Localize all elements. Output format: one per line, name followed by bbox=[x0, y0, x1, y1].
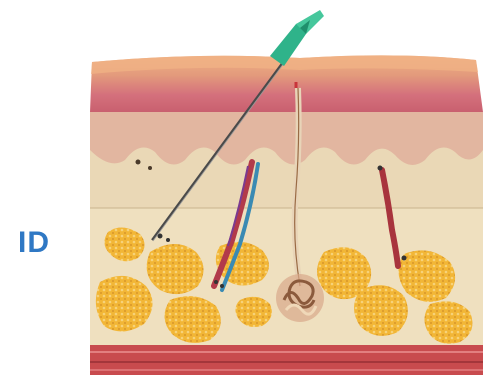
tissue-block bbox=[90, 55, 483, 375]
injection-label: ID bbox=[18, 226, 50, 260]
